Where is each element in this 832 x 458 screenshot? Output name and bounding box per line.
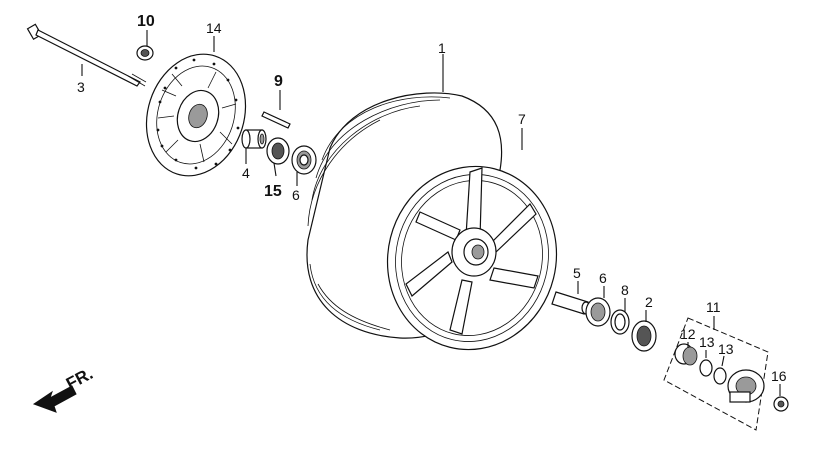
collar-part xyxy=(241,129,267,149)
callout-labels: 1 2 3 4 5 6 6 7 8 9 10 11 12 13 13 14 15… xyxy=(77,13,787,384)
bearing-6-upper-part xyxy=(291,145,317,175)
callout-11: 11 xyxy=(706,299,721,315)
callout-7: 7 xyxy=(518,111,526,127)
circlip-8-part xyxy=(610,309,630,335)
callout-8: 8 xyxy=(621,282,629,298)
dust-seal-15-part xyxy=(266,137,290,165)
callout-13-second: 13 xyxy=(718,341,734,357)
front-direction-arrow-icon xyxy=(32,385,77,413)
callout-2: 2 xyxy=(645,294,653,310)
nut-16-part xyxy=(773,396,789,412)
nut-10-part xyxy=(136,45,154,61)
axle-part xyxy=(26,23,147,87)
callout-14: 14 xyxy=(206,20,222,36)
callout-10: 10 xyxy=(137,13,155,30)
callout-6-upper: 6 xyxy=(292,187,300,203)
gearbox-assembly-box xyxy=(663,317,769,431)
gearbox-housing-part xyxy=(727,369,765,403)
brake-disc-part xyxy=(145,53,247,177)
callout-15: 15 xyxy=(264,183,282,200)
callout-5: 5 xyxy=(573,265,581,281)
callout-3: 3 xyxy=(77,79,85,95)
callout-9: 9 xyxy=(274,73,283,90)
clip-part xyxy=(261,111,291,129)
callout-16: 16 xyxy=(771,368,787,384)
wheel-rim-part xyxy=(386,165,558,351)
collar-5-part xyxy=(551,291,591,315)
front-direction-marker: FR. xyxy=(32,364,96,413)
callout-13-first: 13 xyxy=(699,334,715,350)
callout-12: 12 xyxy=(680,326,696,342)
callout-4: 4 xyxy=(242,165,250,181)
leader-lines xyxy=(81,30,781,396)
washer-13b-part xyxy=(713,367,727,385)
callout-6-lower: 6 xyxy=(599,270,607,286)
dust-seal-2-part xyxy=(631,320,657,352)
bearing-6-lower-part xyxy=(585,297,611,327)
callout-1: 1 xyxy=(438,40,446,56)
gear-12-part xyxy=(674,343,698,366)
washer-13a-part xyxy=(699,359,713,377)
